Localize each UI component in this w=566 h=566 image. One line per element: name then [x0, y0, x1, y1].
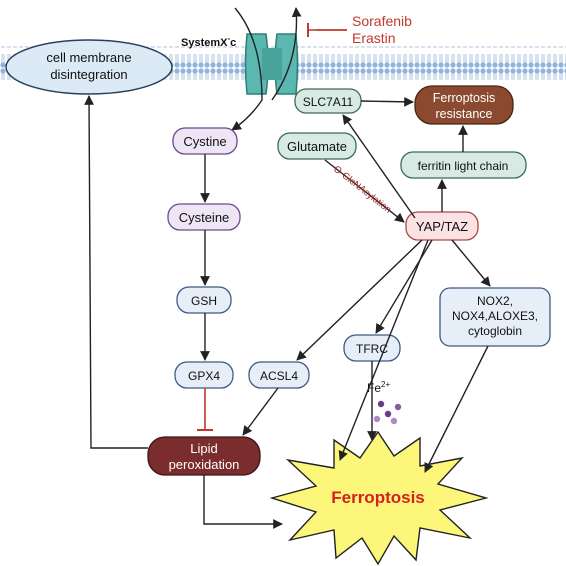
- edge-yap-ferroptosis: [338, 239, 429, 461]
- ferroptosis-resistance-line1: Ferroptosis: [433, 91, 496, 105]
- acsl4-label: ACSL4: [260, 369, 298, 383]
- edge-slc7a11-resistance: [360, 96, 414, 107]
- lipid-line1: Lipid: [190, 441, 217, 456]
- edge-nox-ferroptosis: [424, 345, 489, 473]
- edge-yap-acsl4: [296, 239, 423, 361]
- cysteine-node: [167, 203, 241, 231]
- glutamate-node: [277, 132, 357, 160]
- edge-yap-slc7a11: [342, 114, 416, 219]
- edge-yap-tfrc: [375, 239, 433, 334]
- edge-glutamate-yap: [324, 159, 405, 223]
- inhibitor-erastin: Erastin: [352, 30, 396, 46]
- edge-acsl4-lipid: [242, 387, 279, 436]
- glutamate-label: Glutamate: [287, 139, 347, 154]
- tfrc-label: TFRC: [356, 342, 388, 356]
- systemxc-transporter: [244, 33, 299, 95]
- edge-yap-nox: [451, 239, 491, 287]
- ferroptosis-label: Ferroptosis: [331, 488, 425, 507]
- glcnac-label: O-GlcNAcylation: [331, 164, 393, 216]
- membrane-disintegration-node: [5, 39, 173, 95]
- import-arrow: [231, 7, 263, 131]
- cystine-label: Cystine: [183, 134, 226, 149]
- nox-line2: NOX4,ALOXE3,: [452, 309, 538, 323]
- lipid-line2: peroxidation: [169, 457, 240, 472]
- edge-lipid-membrane: [84, 95, 148, 449]
- nox-node: [439, 287, 551, 347]
- cysteine-label: Cysteine: [179, 210, 230, 225]
- edge-lipid-ferroptosis: [203, 475, 283, 529]
- gsh-label: GSH: [191, 294, 217, 308]
- gsh-node: [176, 286, 232, 314]
- gpx4-label: GPX4: [188, 369, 220, 383]
- nox-line3: cytoglobin: [468, 324, 522, 338]
- ferroptosis-resistance-node: [414, 85, 514, 125]
- slc7a11-label: SLC7A11: [303, 95, 354, 109]
- inhibitor-sorafenib: Sorafenib: [352, 13, 412, 29]
- transporter-label: SystemX-c: [181, 34, 236, 49]
- export-arrow: [271, 7, 302, 101]
- acsl4-node: [248, 361, 310, 389]
- ferritin-label: ferritin light chain: [418, 159, 509, 173]
- ferroptosis-resistance-line2: resistance: [436, 107, 493, 121]
- iron-ions: [373, 400, 402, 425]
- nox-line1: NOX2,: [477, 294, 513, 308]
- yap-taz-label: YAP/TAZ: [416, 219, 468, 234]
- gpx4-node: [174, 361, 234, 389]
- membrane-disintegration-line1: cell membrane: [46, 50, 131, 65]
- membrane-disintegration-line2: disintegration: [50, 67, 127, 82]
